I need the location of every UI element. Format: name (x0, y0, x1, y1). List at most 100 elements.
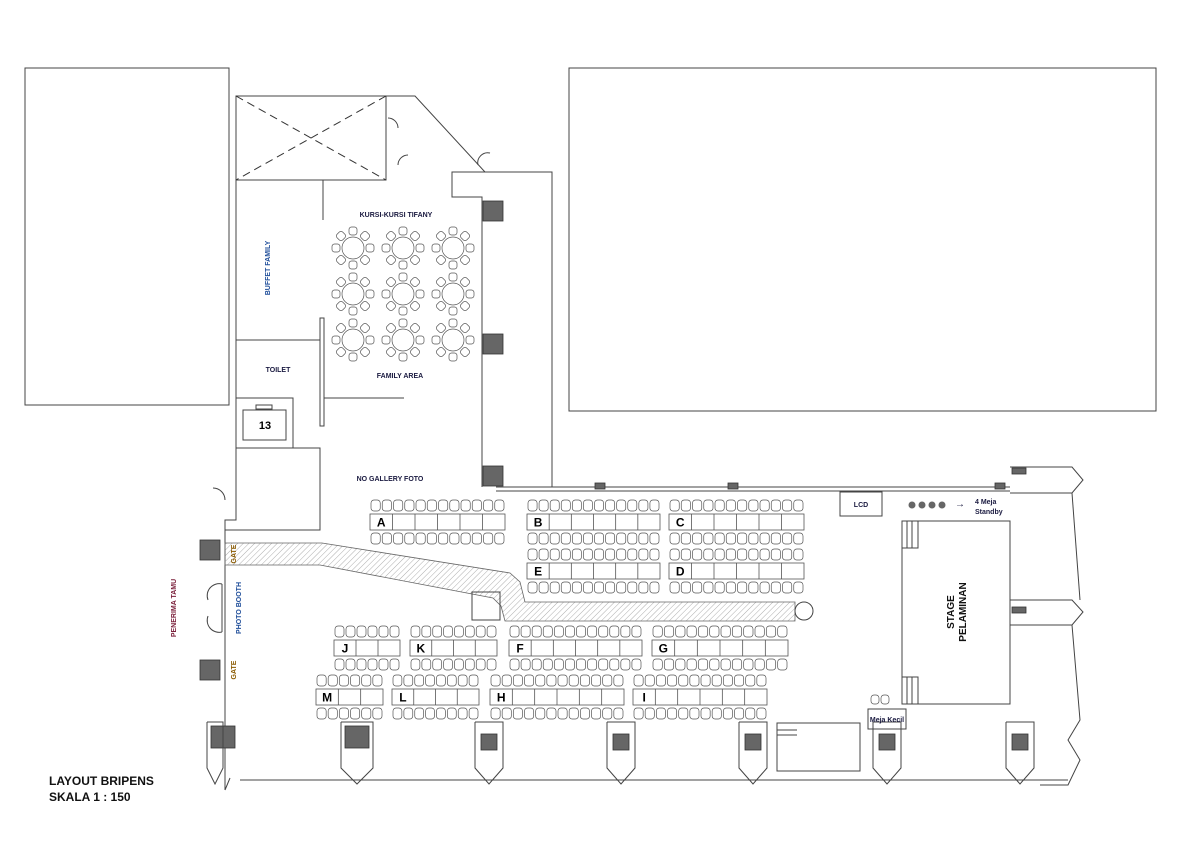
table-h: H (489, 674, 625, 720)
table-l: L (391, 674, 480, 720)
seat (334, 658, 345, 671)
seat (725, 499, 736, 512)
chair (460, 347, 470, 357)
chair (336, 277, 346, 287)
aisle-end-circle (794, 601, 814, 621)
seat (714, 499, 725, 512)
seat (591, 707, 602, 720)
chair (448, 226, 458, 236)
family-round-tables (331, 226, 475, 362)
title-line-2: SKALA 1 : 150 (49, 790, 131, 804)
aisle-carpet (224, 542, 796, 622)
seat (389, 658, 400, 671)
seat (338, 674, 349, 687)
round-table (331, 272, 375, 316)
seat (725, 581, 736, 594)
seat (483, 499, 494, 512)
seat (512, 707, 523, 720)
seat (454, 625, 464, 638)
table-label: E (534, 565, 542, 579)
seat (714, 548, 725, 561)
buffet-family-label: BUFFET FAMILY (265, 240, 272, 295)
seat (616, 548, 627, 561)
seat (579, 674, 590, 687)
seat (549, 581, 560, 594)
seat (571, 499, 582, 512)
seat (756, 674, 767, 687)
seat (361, 674, 372, 687)
seat (748, 548, 759, 561)
chair (348, 352, 358, 362)
seat (686, 625, 697, 638)
layout-title: LAYOUT BRIPENS SKALA 1 : 150 (49, 773, 154, 805)
seat (438, 499, 449, 512)
pillar (1011, 467, 1027, 475)
chair (431, 243, 441, 253)
seat (345, 625, 356, 638)
seat (609, 658, 620, 671)
seat (568, 707, 579, 720)
seat (334, 625, 345, 638)
seat (675, 658, 686, 671)
seat (754, 625, 765, 638)
chair (436, 301, 446, 311)
seat (627, 532, 638, 545)
seat (490, 707, 501, 720)
seat (631, 658, 642, 671)
seat (520, 625, 531, 638)
seat (605, 499, 616, 512)
seat (631, 625, 642, 638)
seat (501, 707, 512, 720)
chair (465, 335, 475, 345)
table-g: G (651, 625, 789, 671)
table-m: M (315, 674, 384, 720)
seat (471, 499, 482, 512)
seat (602, 707, 613, 720)
chair (410, 347, 420, 357)
seat (675, 625, 686, 638)
seat (663, 625, 675, 638)
chair (365, 243, 375, 253)
table-i: I (632, 674, 768, 720)
seat (410, 658, 421, 671)
seat (613, 707, 624, 720)
seat (560, 499, 571, 512)
seat (669, 548, 680, 561)
chair (398, 260, 408, 270)
seat (669, 581, 680, 594)
seat (389, 625, 400, 638)
seat (734, 707, 745, 720)
chair (348, 306, 358, 316)
seat (697, 658, 709, 671)
seat (594, 581, 604, 594)
seat (731, 625, 743, 638)
chair (348, 318, 358, 328)
seat (404, 499, 415, 512)
seat (737, 499, 748, 512)
stage-pelaminan: STAGE PELAMINAN (901, 520, 1011, 705)
seat (538, 499, 549, 512)
table-j: J (333, 625, 401, 671)
seat (393, 532, 404, 545)
seat (350, 707, 361, 720)
chair (365, 289, 375, 299)
standby-table (918, 501, 926, 509)
chair (386, 323, 396, 333)
seat (722, 674, 733, 687)
seat (667, 674, 678, 687)
seat (436, 707, 446, 720)
pillar (482, 333, 504, 355)
chair (386, 301, 396, 311)
seat (770, 499, 781, 512)
table-label: B (534, 516, 543, 530)
seat (678, 674, 689, 687)
seat (494, 499, 505, 512)
chair (465, 289, 475, 299)
seat (483, 532, 494, 545)
pillar (594, 482, 606, 490)
seat (759, 499, 770, 512)
table-label: A (377, 516, 386, 530)
pillar-casing (340, 721, 374, 785)
chair (415, 243, 425, 253)
seat (678, 707, 689, 720)
